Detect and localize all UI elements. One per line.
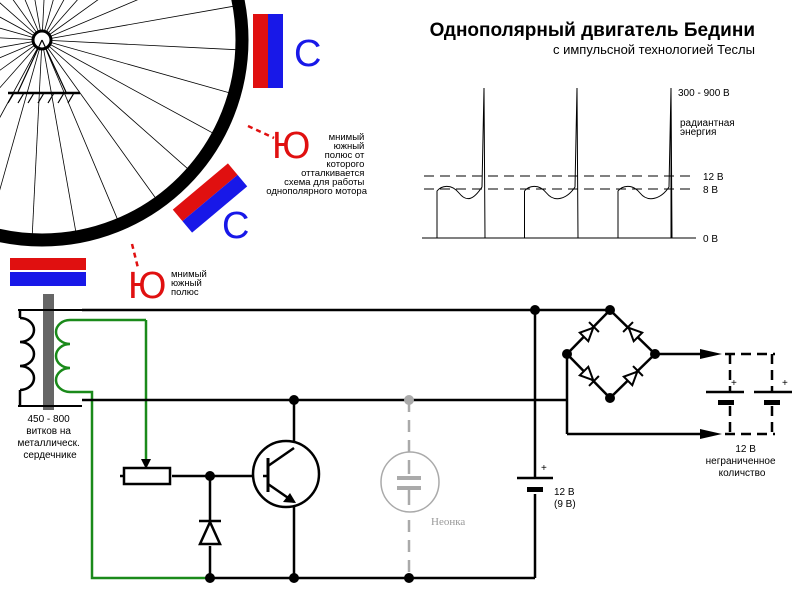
wheel-rim xyxy=(0,0,249,247)
voltage-waveform xyxy=(436,87,673,239)
wheel-spoke xyxy=(0,27,43,41)
imaginary-pole-note-main: мнимый южный полюс от которого отталкива… xyxy=(266,132,367,197)
wheel-spoke xyxy=(41,39,77,232)
wheel-spoke xyxy=(0,37,43,41)
wheel-spoke xyxy=(41,0,45,41)
wheel-spoke xyxy=(41,5,234,41)
imaginary-pole-pointer-bottom xyxy=(130,243,140,269)
imaginary-pole-pointer-main xyxy=(247,124,275,140)
transistor xyxy=(251,439,321,509)
wheel-spoke xyxy=(0,39,43,118)
magnet-bottom xyxy=(10,258,86,286)
pole-letter-south-main: Ю xyxy=(272,125,310,167)
wheel-spoke xyxy=(0,39,43,48)
wheel-spoke xyxy=(41,0,54,41)
wheel-spoke xyxy=(41,39,118,219)
output-arrow-top xyxy=(700,349,722,359)
output-arrow-bottom xyxy=(700,429,722,439)
pole-letter-north-top: С xyxy=(294,33,321,75)
magnet-middle xyxy=(172,163,248,233)
wheel-spoke xyxy=(0,39,43,89)
wheel-spoke xyxy=(24,0,43,41)
potentiometer xyxy=(122,466,172,486)
protection-diode xyxy=(198,518,222,546)
waveform-graph xyxy=(422,87,696,239)
wheel-spoke xyxy=(0,39,43,191)
output-battery-plus-2: + xyxy=(782,378,788,389)
power-coil xyxy=(18,310,36,406)
page-title: Однополярный двигатель Бедини xyxy=(430,20,755,41)
potentiometer-wiper-arrow xyxy=(141,459,151,469)
label-peak-voltage: 300 - 900 В xyxy=(678,88,730,99)
pole-letter-south-bottom: Ю xyxy=(128,265,166,307)
coil-label: 450 - 800 витков на металлическ. сердечн… xyxy=(17,414,82,461)
junction-dots xyxy=(205,305,660,583)
wheel-spoke xyxy=(41,39,156,198)
axle-support xyxy=(7,39,80,104)
circuit-wires xyxy=(82,308,700,580)
label-0v: 0 В xyxy=(703,234,718,245)
magnet-top-north-half xyxy=(268,14,283,88)
pole-letter-north-middle: С xyxy=(222,205,249,247)
wheel-spoke xyxy=(12,0,43,41)
wheel-spoke xyxy=(0,39,43,71)
wheel-spoke xyxy=(34,0,43,41)
output-battery-wires xyxy=(725,352,775,436)
wheel-spoke xyxy=(41,0,78,41)
output-battery-plus-1: + xyxy=(731,378,737,389)
imaginary-pole-note-bottom: мнимый южный полюс xyxy=(171,269,209,298)
rotor-wheel xyxy=(0,0,249,247)
wheel-spoke xyxy=(41,39,229,93)
trigger-coil xyxy=(54,318,210,580)
wheel-spoke xyxy=(41,39,236,51)
neon-label: Неонка xyxy=(431,516,465,528)
label-radiant-energy: радиантная энергия xyxy=(680,118,738,138)
wheel-spoke xyxy=(0,2,43,41)
magnet-top-south-half xyxy=(253,14,268,88)
wheel-spoke xyxy=(41,39,213,134)
wheel-spoke xyxy=(41,39,188,169)
page-subtitle: с импульсной технологией Теслы xyxy=(553,42,755,57)
magnet-top xyxy=(253,14,283,88)
wheel-spoke xyxy=(41,0,65,41)
supply-battery-plus: + xyxy=(541,463,547,474)
wheel-spoke xyxy=(41,0,139,41)
supply-battery xyxy=(517,476,553,492)
output-battery-bank xyxy=(706,390,792,405)
wheel-spokes xyxy=(0,0,236,234)
wheel-spoke xyxy=(31,39,43,234)
bridge-rectifier xyxy=(577,321,645,388)
wheel-spoke xyxy=(0,39,43,59)
coil-core xyxy=(43,294,54,410)
label-8v: 8 В xyxy=(703,185,718,196)
neon-lamp xyxy=(380,400,440,578)
wheel-spoke xyxy=(41,0,99,41)
label-12v: 12 В xyxy=(703,172,724,183)
supply-battery-label: 12 В (9 В) xyxy=(554,487,577,510)
output-battery-label: 12 В неграниченное количство xyxy=(706,444,779,479)
wheel-spoke xyxy=(0,16,43,41)
